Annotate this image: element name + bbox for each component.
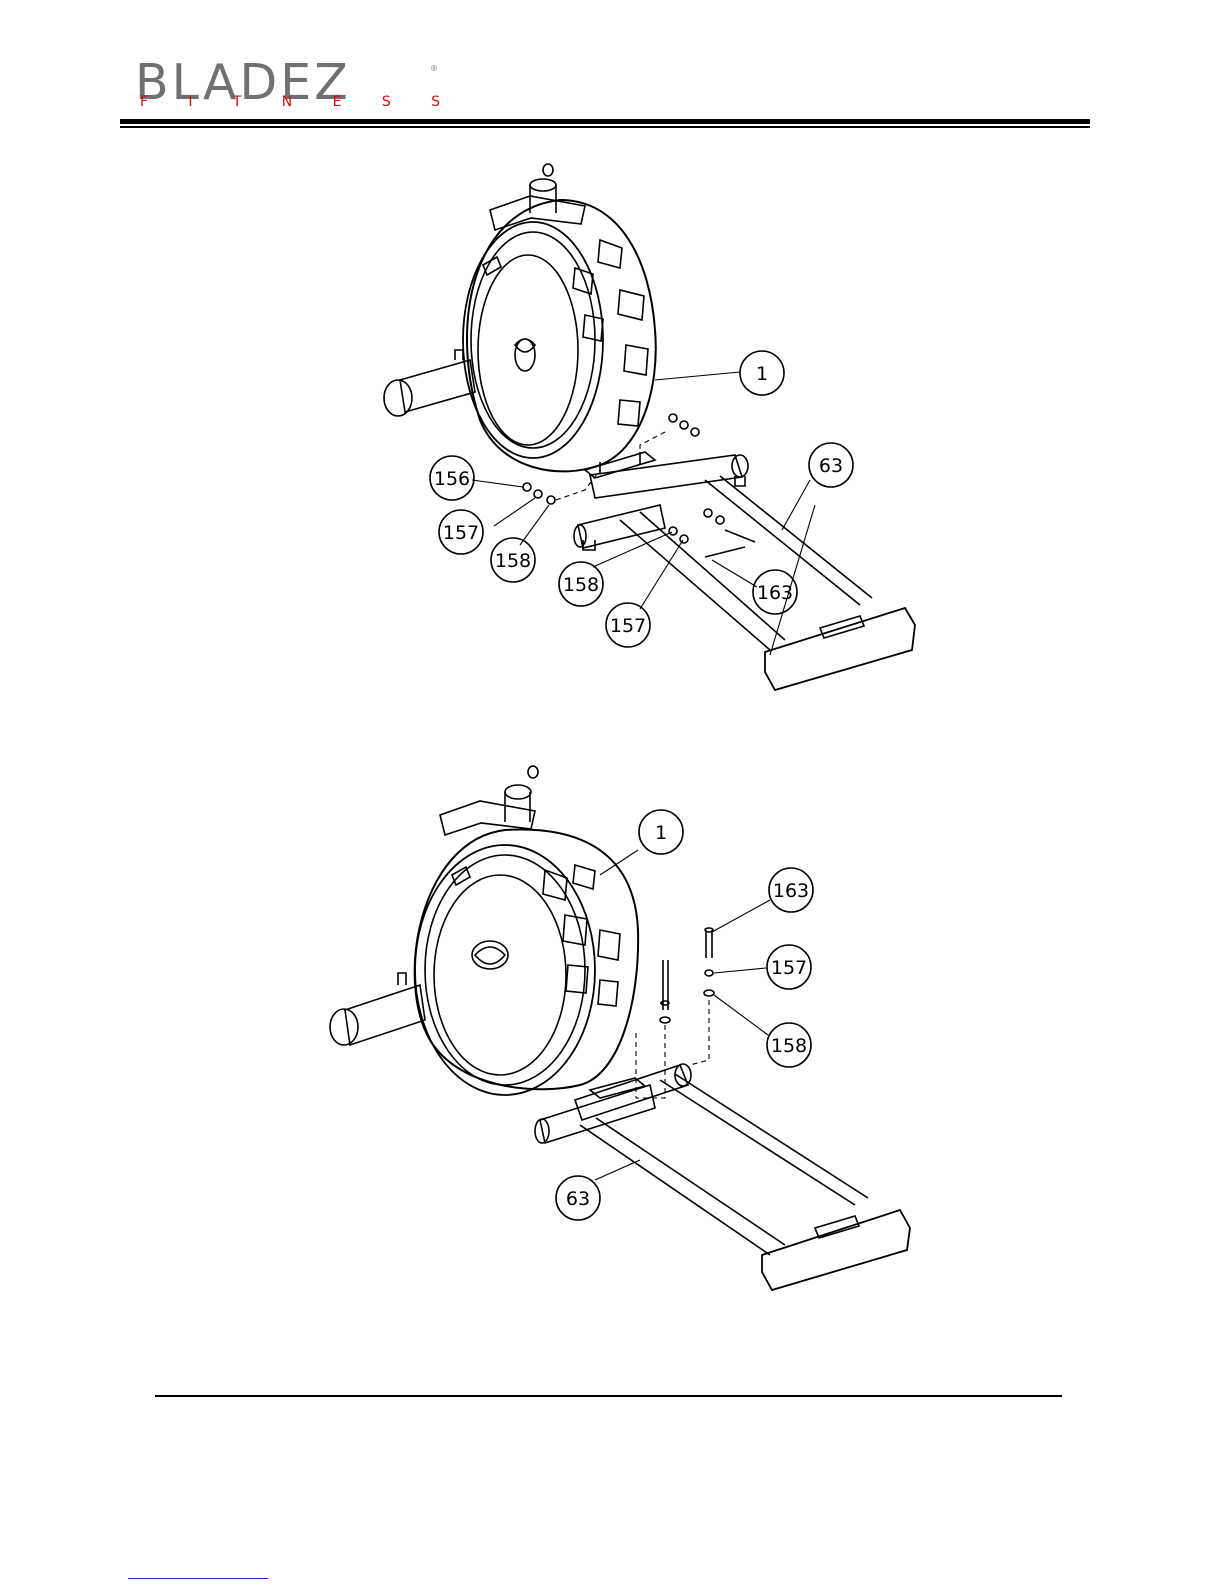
front-stabilizer-assembled <box>535 1064 910 1290</box>
bottom-assembly-figure <box>330 766 910 1290</box>
flywheel-housing <box>384 164 656 478</box>
svg-text:63: 63 <box>819 455 843 477</box>
svg-text:63: 63 <box>566 1188 590 1210</box>
svg-text:157: 157 <box>443 522 479 544</box>
svg-text:163: 163 <box>773 880 809 902</box>
svg-text:157: 157 <box>771 957 807 979</box>
callout-157-top-left: 157 <box>439 510 483 554</box>
svg-text:156: 156 <box>434 468 470 490</box>
callout-158-top-left: 158 <box>491 538 535 582</box>
guide-lines-bottom <box>636 1000 709 1098</box>
callout-63-top: 63 <box>809 443 853 487</box>
callout-156: 156 <box>430 456 474 500</box>
front-stabilizer <box>574 455 915 690</box>
svg-text:157: 157 <box>610 615 646 637</box>
svg-text:158: 158 <box>771 1035 807 1057</box>
callout-157-bottom: 157 <box>767 945 811 989</box>
flywheel-housing-assembled <box>330 766 645 1098</box>
top-assembly-figure <box>384 164 915 690</box>
leaders-bottom <box>595 850 770 1180</box>
callout-1-bottom: 1 <box>639 810 683 854</box>
callout-163-top: 163 <box>753 570 797 614</box>
svg-text:158: 158 <box>563 574 599 596</box>
callout-158-bottom: 158 <box>767 1023 811 1067</box>
callout-63-bottom: 63 <box>556 1176 600 1220</box>
svg-text:1: 1 <box>655 822 667 844</box>
footer-rule <box>155 1395 1062 1397</box>
svg-text:163: 163 <box>757 582 793 604</box>
svg-text:158: 158 <box>495 550 531 572</box>
callout-158-top-right: 158 <box>559 562 603 606</box>
svg-text:1: 1 <box>756 363 768 385</box>
callout-157-top-right: 157 <box>606 603 650 647</box>
callout-1-top: 1 <box>740 351 784 395</box>
callout-163-bottom: 163 <box>769 868 813 912</box>
footer-link-underline[interactable] <box>128 1578 268 1579</box>
hardware-bottom <box>660 928 714 1023</box>
